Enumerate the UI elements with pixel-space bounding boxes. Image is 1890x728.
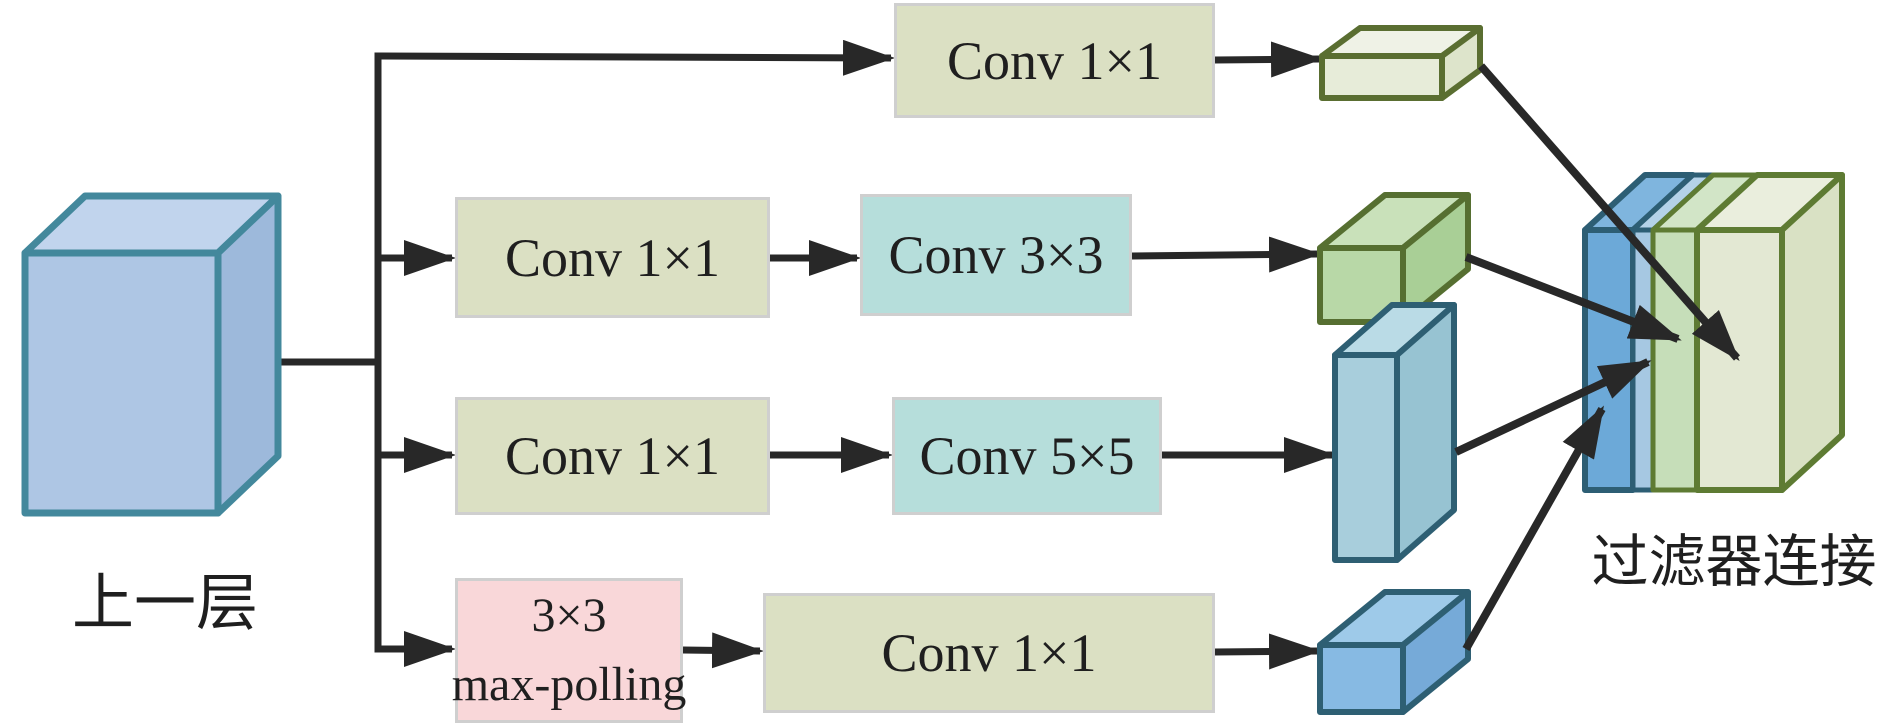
- concat-slab4-side-face: [1779, 172, 1845, 493]
- branch1-output-slab: [1319, 25, 1483, 101]
- trunk-lines: [278, 52, 382, 653]
- branch1-conv1x1-label: Conv 1×1: [947, 30, 1162, 91]
- arrow-branch1-conv-to-slab: [1214, 41, 1323, 78]
- arrow-trunk-to-branch1-conv: [374, 39, 895, 76]
- input-cube: [21, 192, 282, 517]
- branch4-maxpool-box: 3×3 max-polling: [452, 578, 686, 723]
- branch1-conv1x1-box: Conv 1×1: [894, 3, 1215, 118]
- branch3-conv5x5-box: Conv 5×5: [892, 397, 1162, 515]
- branch4-conv1x1-label: Conv 1×1: [881, 623, 1097, 683]
- arrow-branch1-slab-to-concat: [1477, 63, 1741, 362]
- concat-arrows: [1454, 63, 1741, 651]
- branch4-maxpool-label-line1: 3×3: [531, 589, 607, 643]
- arrow-branch2-to-cube: [1131, 236, 1321, 273]
- branch3-conv1x1-label: Conv 1×1: [505, 426, 720, 486]
- arrow-branch4-to-cube: [1214, 633, 1321, 670]
- concat-slab-2: [1630, 172, 1716, 493]
- branch2-conv3x3-label: Conv 3×3: [888, 225, 1104, 285]
- branch3-cube-front-face: [1332, 352, 1400, 563]
- arrow-branch4-pool-to-conv: [682, 632, 764, 669]
- branch4-output-cube: [1317, 589, 1471, 715]
- arrow-branch3-cube-to-concat: [1454, 358, 1652, 456]
- branch2-conv1x1-box: Conv 1×1: [455, 197, 770, 318]
- arrow-branch2-cube-to-concat: [1464, 253, 1682, 343]
- arrow-branch4-cube-to-concat: [1462, 405, 1606, 651]
- branch4-maxpool-label-line2: max-polling: [451, 657, 687, 711]
- concat-slab4-front-face: [1694, 227, 1785, 493]
- branch-arrows: [374, 39, 1336, 670]
- branch1-slab-front-face: [1319, 53, 1445, 101]
- input-cube-side-face: [214, 192, 282, 517]
- branch4-cube-front-face: [1317, 642, 1406, 715]
- branch4-conv1x1-box: Conv 1×1: [763, 593, 1215, 713]
- branch3-conv5x5-label: Conv 5×5: [919, 426, 1135, 486]
- branch2-conv1x1-label: Conv 1×1: [505, 227, 720, 288]
- concat-slab1-front-face: [1582, 227, 1636, 493]
- input-layer-label: 上一层: [71, 570, 258, 638]
- branch3-output-cube: [1332, 302, 1457, 563]
- input-cube-front-face: [21, 249, 222, 517]
- branch3-conv1x1-box: Conv 1×1: [455, 397, 770, 515]
- concat-slab-4: [1694, 172, 1845, 493]
- branch2-conv3x3-box: Conv 3×3: [860, 194, 1132, 316]
- filter-concat-label: 过滤器连接: [1591, 531, 1877, 594]
- branch2-output-cube: [1317, 192, 1471, 325]
